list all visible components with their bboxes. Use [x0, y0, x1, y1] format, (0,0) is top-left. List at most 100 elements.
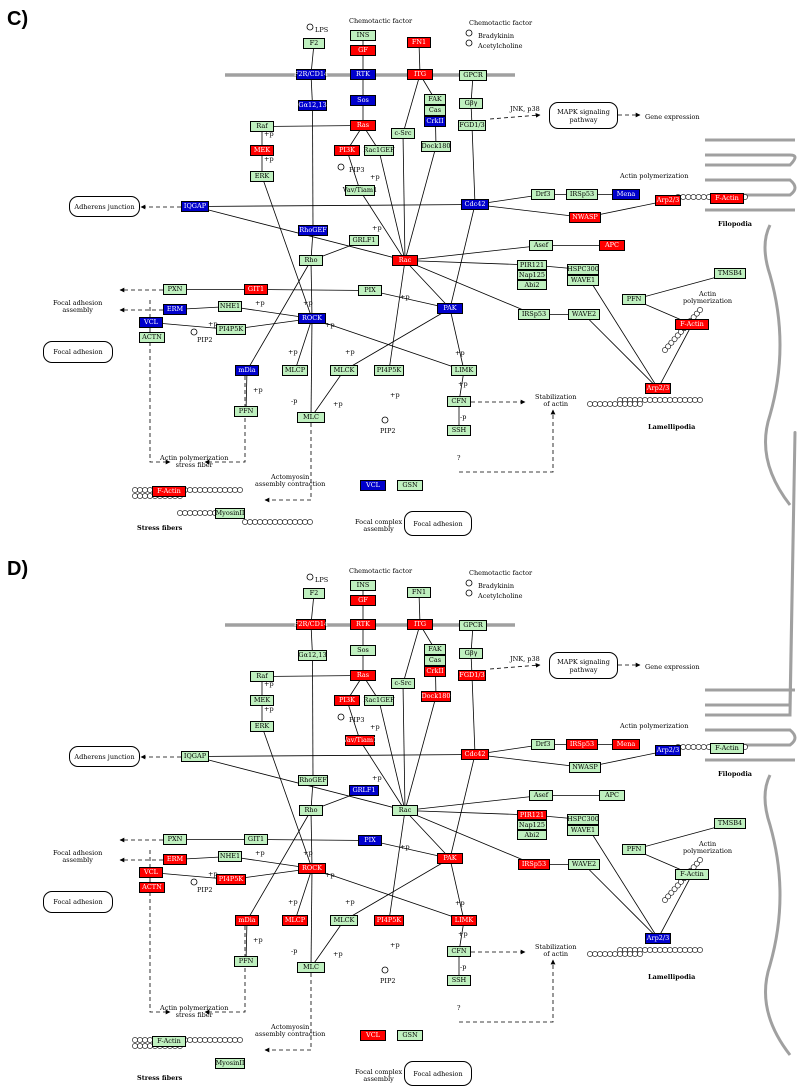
- edge-pak-pix: [369, 839, 451, 859]
- gene-node-cfn: CFN: [447, 946, 471, 957]
- actin-bead: [680, 194, 687, 200]
- edge-mlck-mlc: [310, 920, 345, 968]
- label-focal-adhesion-assembly: Focal adhesion assembly: [53, 299, 103, 315]
- actin-bead: [697, 307, 703, 313]
- gene-node-rac1gef: Rac1GEF: [363, 145, 395, 156]
- actin-bead: [292, 519, 298, 525]
- actin-bead: [677, 947, 683, 953]
- actin-bead: [222, 1037, 228, 1043]
- panel-label: D): [7, 558, 29, 580]
- actin-bead: [632, 401, 638, 407]
- edge-rac-pir121: [404, 810, 533, 818]
- actin-bead: [142, 493, 148, 499]
- actin-bead: [272, 519, 278, 525]
- metabolite-circle: [306, 23, 314, 31]
- gene-node-git1: GIT1: [244, 284, 268, 295]
- edge-fgd-cdc42: [471, 125, 478, 205]
- gene-node-pfnL: PFN: [234, 406, 258, 417]
- actin-bead: [592, 951, 598, 957]
- gene-node-wave1: WAVE1: [567, 825, 599, 836]
- actin-bead: [700, 744, 707, 750]
- edge-rho-mdia: [246, 260, 312, 371]
- metabolite-circle: [337, 713, 345, 721]
- actin-bead: [132, 1037, 138, 1043]
- actin-bead: [137, 493, 143, 499]
- gene-node-ras: Ras: [350, 120, 376, 131]
- edge-mdia-pfnL: [243, 370, 249, 412]
- gene-node-vclB: VCL: [360, 480, 386, 491]
- gene-node-nwasp: NWASP: [569, 212, 601, 223]
- label-actin-stress: Actin polymerization stress fiber: [160, 454, 229, 470]
- edge-cdc42-nwasp: [474, 754, 586, 770]
- label-stress-fibers: Stress fibers: [137, 524, 183, 532]
- actin-bead: [607, 951, 613, 957]
- actin-bead: [617, 951, 623, 957]
- actin-bead: [647, 947, 653, 953]
- label-pip2-mid: PIP2: [380, 977, 396, 985]
- gene-node-gsn: GSN: [397, 1030, 423, 1041]
- actin-bead: [602, 401, 608, 407]
- actin-bead: [692, 397, 698, 403]
- dephospho-label: -p: [460, 413, 467, 421]
- actin-bead: [267, 519, 273, 525]
- gene-node-factinB: F-Actin: [675, 319, 709, 330]
- edge-rac-pi4p5kM: [387, 810, 406, 921]
- actin-bead: [187, 487, 193, 493]
- gene-node-mena: Mena: [612, 189, 640, 200]
- gene-node-abi2: Abi2: [517, 830, 547, 840]
- actin-bead: [142, 487, 148, 493]
- gene-node-rho: Rho: [299, 805, 323, 816]
- actin-bead: [642, 397, 648, 403]
- gene-node-erk: ERK: [250, 171, 274, 182]
- edge-rac1gef-rac: [378, 150, 407, 261]
- label-lps: LPS: [315, 576, 329, 584]
- gene-node-limk: LIMK: [451, 915, 477, 926]
- actin-bead: [662, 397, 668, 403]
- gene-node-irsp53a: IRSp53: [566, 189, 598, 200]
- gene-node-actn: ACTN: [139, 882, 165, 893]
- phospho-label: +p: [255, 299, 265, 307]
- gene-node-sos: Sos: [350, 645, 376, 656]
- label-pip2-left: PIP2: [197, 886, 213, 894]
- actin-bead: [212, 487, 218, 493]
- gene-node-pi4p5kM: PI4P5K: [374, 915, 404, 926]
- actin-bead: [242, 519, 248, 525]
- actin-bead: [680, 744, 687, 750]
- edge-hspc300-arp23b: [582, 269, 659, 389]
- gene-node-csrc: c-Src: [391, 678, 415, 689]
- actin-bead: [132, 487, 138, 493]
- label-focal-adhesion-assembly: Focal adhesion assembly: [53, 849, 103, 865]
- gene-node-drf3: Drf3: [531, 189, 555, 200]
- gene-node-cdc42: Cdc42: [461, 749, 489, 760]
- gene-node-pi3k: PI3K: [334, 145, 360, 156]
- phospho-label: +p: [390, 391, 400, 399]
- gene-node-crkii: CrkII: [424, 116, 446, 127]
- actin-bead: [592, 401, 598, 407]
- actin-bead: [182, 510, 188, 516]
- actin-bead: [607, 401, 613, 407]
- edge-rock-mlcp: [294, 318, 313, 371]
- gene-node-myosin: MyosinII: [215, 508, 245, 519]
- actin-bead: [627, 401, 633, 407]
- phospho-label: +p: [208, 870, 218, 878]
- gene-node-erm: ERM: [163, 854, 187, 865]
- dashed-edge-7: [204, 376, 246, 465]
- gene-node-abi2: Abi2: [517, 280, 547, 290]
- label-actin-stress: Actin polymerization stress fiber: [160, 1004, 229, 1020]
- label-acetylcholine: Acetylcholine: [478, 42, 523, 50]
- actin-bead: [667, 947, 673, 953]
- gene-node-grlf1: GRLF1: [349, 785, 379, 796]
- edge-g12-rhogef: [310, 105, 316, 231]
- actin-bead: [677, 397, 683, 403]
- edge-cdc42-iqgap: [194, 204, 476, 209]
- phospho-label: +p: [458, 380, 468, 388]
- gene-node-arp23a: Arp2/3: [655, 195, 681, 206]
- edge-pak-limk: [449, 308, 466, 371]
- phospho-label: +p: [370, 173, 380, 181]
- edge-dock-rac: [403, 696, 437, 811]
- label-focal-complex: Focal complex assembly: [355, 1068, 403, 1084]
- gene-node-vav: Vav/Tiam1: [342, 185, 378, 196]
- gene-node-rhogef: RhoGEF: [298, 775, 328, 786]
- gene-node-cfn: CFN: [447, 396, 471, 407]
